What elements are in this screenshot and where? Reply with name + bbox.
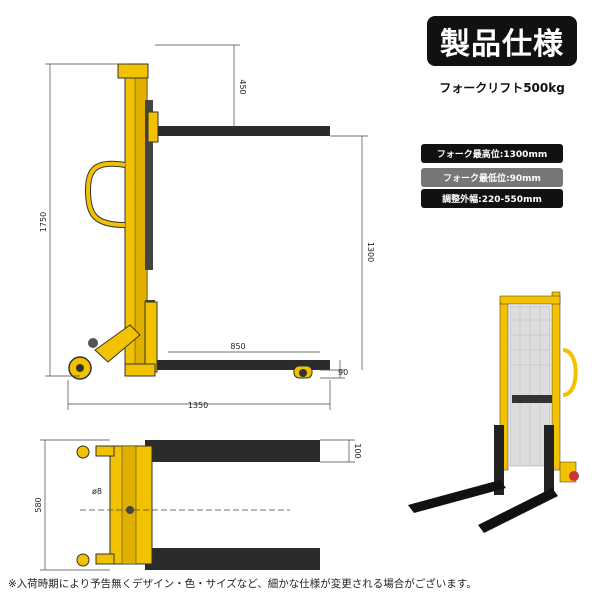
top-view-diagram [40, 439, 355, 571]
dim-max-fork-height: 1300 [366, 242, 375, 262]
dim-total-width: 580 [34, 497, 43, 512]
page-title: 製品仕様 [427, 16, 577, 66]
side-view-diagram [45, 44, 368, 410]
dim-wheel-dia: ø8 [92, 487, 102, 496]
spec-min-height: フォーク最低位:90mm [421, 168, 563, 187]
dim-fork-width: 100 [353, 443, 362, 458]
footnote: ※入荷時期により予告無くデザイン・色・サイズなど、細かな仕様が変更される場合がご… [8, 578, 477, 590]
dim-fork-travel: 450 [238, 79, 247, 94]
dim-total-length: 1350 [188, 401, 208, 410]
forklift-product-image [408, 291, 579, 533]
spec-adjust-width: 調整外幅:220-550mm [421, 189, 563, 208]
spec-max-height: フォーク最高位:1300mm [421, 144, 563, 163]
dim-min-fork-height: 90 [338, 368, 348, 377]
dim-fork-length: 850 [230, 342, 245, 351]
product-subtitle: フォークリフト500kg [439, 81, 565, 95]
dim-total-height: 1750 [39, 212, 48, 232]
